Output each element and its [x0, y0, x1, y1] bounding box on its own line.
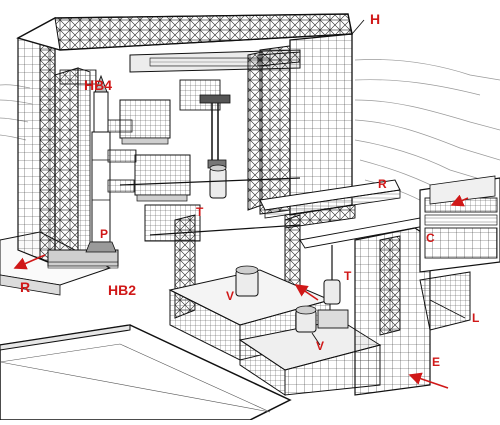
- rocket: [85, 74, 117, 253]
- building-roof: [16, 13, 353, 73]
- label-V-upper: V: [226, 289, 235, 303]
- foreground-building-roof: [0, 324, 292, 421]
- label-V-lower: V: [316, 339, 325, 353]
- center-platform-stacks: [119, 79, 221, 242]
- leader-lines: [311, 19, 466, 346]
- label-C: C: [426, 231, 435, 245]
- inset-structure: [419, 175, 500, 273]
- label-H: H: [370, 11, 381, 27]
- label-T-left: T: [196, 205, 204, 219]
- building-left-wall: [17, 16, 56, 266]
- right-lowbay-wall: [354, 227, 471, 396]
- building-right-facade: [259, 33, 353, 216]
- terrain-contours: [0, 59, 500, 213]
- label-HB2: HB2: [108, 282, 137, 298]
- horizontal-rail-beams: [119, 177, 426, 249]
- label-R-left: R: [20, 279, 31, 295]
- label-R-top: R: [378, 177, 387, 191]
- label-HB4: HB4: [84, 77, 113, 93]
- transfer-aisle-gantry: [174, 51, 356, 319]
- overhead-crane-load-right: [323, 245, 341, 305]
- label-T-right: T: [344, 269, 352, 283]
- label-E: E: [432, 355, 441, 369]
- annotation-arrows: [13, 194, 469, 389]
- label-L: L: [472, 311, 480, 325]
- label-P: P: [100, 227, 109, 241]
- stage-cylinders: [235, 265, 349, 333]
- overhead-crane-load-center: [199, 94, 231, 199]
